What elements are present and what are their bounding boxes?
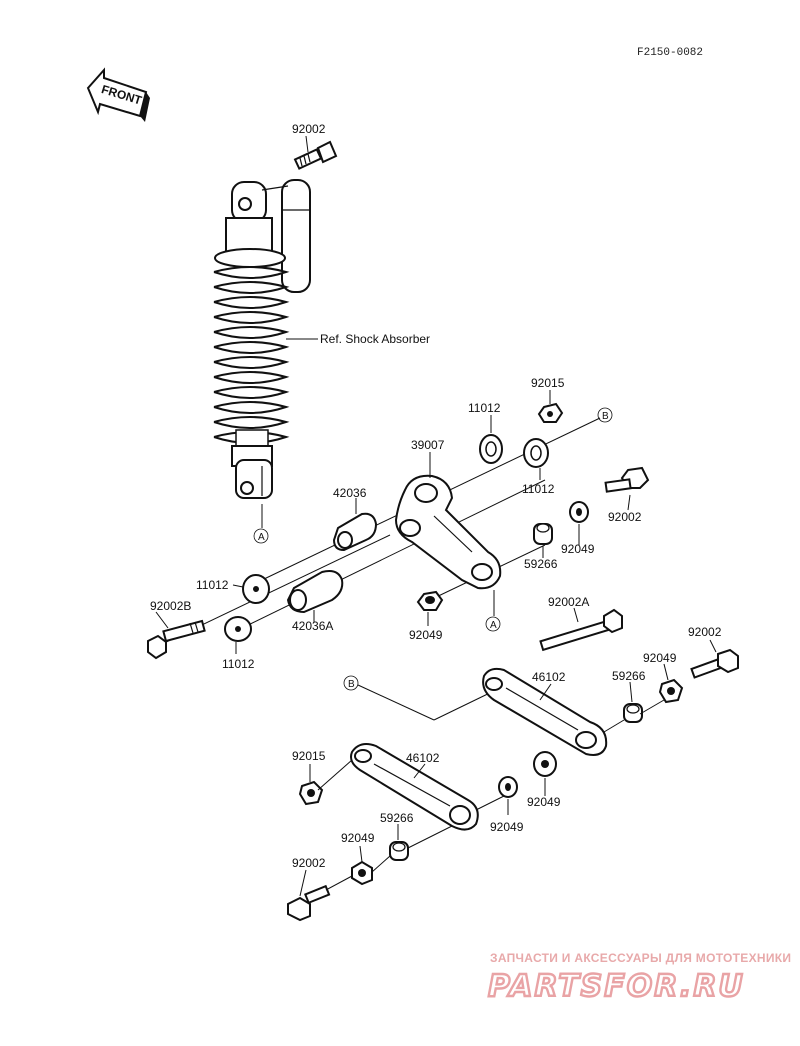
sleeve-icon (286, 570, 344, 614)
nut-icon (533, 751, 557, 777)
front-arrow-icon: FRONT (86, 67, 150, 122)
label-92002-bottom-left: 92002 (292, 856, 326, 870)
diagram-code: F2150-0082 (637, 47, 703, 59)
label-92049-b: 92049 (409, 628, 443, 642)
spring-coil (213, 416, 290, 429)
watermark-logo: PARTSFOR.RU (488, 969, 745, 1004)
nut-icon (537, 402, 564, 423)
collar-icon (389, 841, 409, 861)
spring-coil (213, 326, 290, 339)
label-42036a: 42036A (292, 619, 333, 633)
label-92049-c: 92049 (643, 651, 677, 665)
rocker-arm-icon (394, 474, 502, 590)
label-59266-c: 59266 (380, 811, 414, 825)
spring-coil (213, 296, 290, 309)
bolt-icon (539, 608, 623, 652)
sleeve-icon (332, 512, 378, 552)
label-92002b: 92002B (150, 599, 191, 613)
seal-icon (523, 438, 549, 468)
label-92015-top: 92015 (531, 376, 565, 390)
label-92049-f: 92049 (341, 831, 375, 845)
spring-coil (213, 371, 290, 384)
watermark-caption: ЗАПЧАСТИ И АКСЕССУАРЫ ДЛЯ МОТОТЕХНИКИ (490, 951, 791, 965)
seal-icon (479, 434, 503, 464)
bolt-icon (147, 619, 206, 660)
label-39007: 39007 (411, 438, 445, 452)
spring-coil (213, 356, 290, 369)
spring-coil (213, 281, 290, 294)
nut-icon (658, 678, 684, 704)
bolt-icon (690, 648, 739, 679)
label-92049-e: 92049 (490, 820, 524, 834)
nut-icon (298, 780, 324, 806)
label-42036: 42036 (333, 486, 367, 500)
collar-icon (533, 523, 553, 545)
label-59266-a: 59266 (524, 557, 558, 571)
spring-coil (213, 401, 290, 414)
ref-shock-absorber-label: Ref. Shock Absorber (320, 332, 430, 346)
bolt-icon (604, 466, 650, 493)
label-92002-right2: 92002 (688, 625, 722, 639)
marker-b-top: B (602, 411, 609, 422)
label-46102-a: 46102 (532, 670, 566, 684)
bolt-icon (287, 884, 331, 922)
spring-coil (213, 341, 290, 354)
marker-a-mid: A (490, 620, 497, 631)
nut-icon (351, 860, 373, 886)
tie-rod-icon (482, 667, 608, 756)
collar-icon (623, 703, 643, 723)
label-11012-c: 11012 (196, 578, 229, 592)
washer-icon (224, 616, 252, 642)
nut-icon (416, 590, 444, 611)
nut-icon (569, 501, 589, 523)
shock-absorber-icon (213, 140, 338, 499)
tie-rod-icon (350, 743, 479, 831)
marker-a-top: A (258, 532, 265, 543)
label-92015-b: 92015 (292, 749, 326, 763)
label-92002-right1: 92002 (608, 510, 642, 524)
spring-coil (213, 266, 290, 279)
label-92002a: 92002A (548, 595, 589, 609)
label-92049-a: 92049 (561, 542, 595, 556)
label-11012-b: 11012 (522, 482, 555, 496)
label-11012-d: 11012 (222, 657, 255, 671)
spring-coil (213, 311, 290, 324)
label-92049-d: 92049 (527, 795, 561, 809)
washer-icon (242, 574, 270, 604)
label-59266-b: 59266 (612, 669, 646, 683)
nut-icon (498, 776, 518, 798)
label-11012-a: 11012 (468, 401, 501, 415)
label-92002-top: 92002 (292, 122, 326, 136)
label-46102-b: 46102 (406, 751, 440, 765)
bolt-icon (293, 140, 338, 170)
spring-coil (213, 386, 290, 399)
marker-b-low: B (348, 679, 355, 690)
